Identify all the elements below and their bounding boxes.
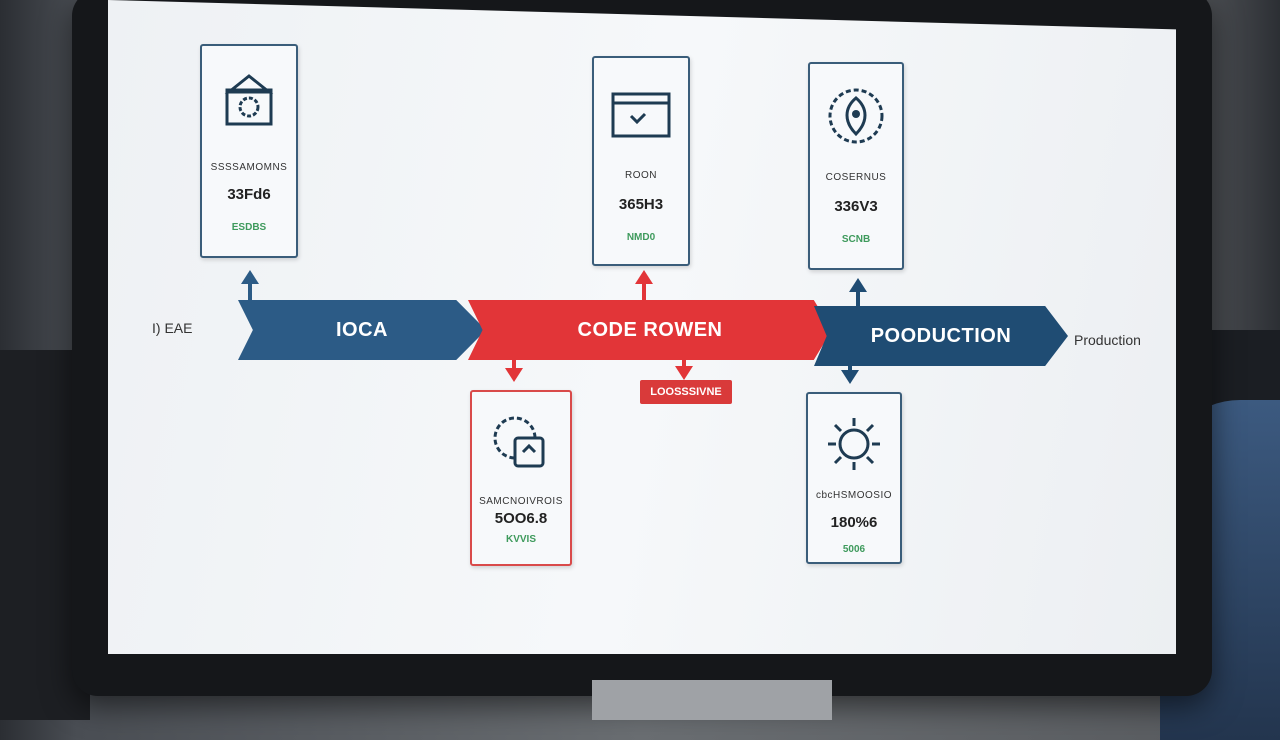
rocket-gear-icon xyxy=(828,88,884,144)
monitor-stand xyxy=(592,680,832,720)
card-bottom-left[interactable]: SAMCNOIVROIS 5OO6.8 KVVIS xyxy=(470,390,572,566)
card-value: 33Fd6 xyxy=(227,186,271,203)
card-value: 365H3 xyxy=(618,196,664,213)
flow-left-label: I) EAE xyxy=(152,320,193,336)
stage-arrow-production[interactable]: POODUCTION xyxy=(814,306,1068,366)
sun-gear-icon xyxy=(828,418,880,470)
card-title: ROON xyxy=(625,170,657,181)
card-title: COSERNUS xyxy=(825,172,887,183)
card-value: 5OO6.8 xyxy=(494,510,548,527)
connector-arrow-up xyxy=(849,278,867,292)
card-top-left[interactable]: SSSSAMOMNS 33Fd6 ESDBS xyxy=(200,44,298,258)
card-bottom-right[interactable]: cbcHSMOOSIO 180%6 5006 xyxy=(806,392,902,564)
card-status: ESDBS xyxy=(231,222,267,233)
stage-label: POODUCTION xyxy=(870,324,1012,347)
window-code-icon xyxy=(611,92,671,138)
card-top-middle[interactable]: ROON 365H3 NMD0 xyxy=(592,56,690,266)
stage-label: CODE ROWEN xyxy=(577,318,723,341)
connector-stem xyxy=(512,358,516,370)
card-title: SSSSAMOMNS xyxy=(210,162,288,173)
connector-stem xyxy=(248,282,252,300)
connector-stem xyxy=(682,360,686,370)
card-status: NMD0 xyxy=(626,232,656,243)
card-status: SCNB xyxy=(841,234,871,245)
connector-arrow-down xyxy=(505,368,523,382)
card-value: 180%6 xyxy=(830,514,878,531)
screen: SSSSAMOMNS 33Fd6 ESDBS ROON 365H3 NMD0 C… xyxy=(108,0,1176,654)
connector-arrow-up xyxy=(635,270,653,284)
network-gear-icon xyxy=(224,74,274,126)
card-title: cbcHSMOOSIO xyxy=(815,490,893,501)
connector-arrow-up xyxy=(241,270,259,284)
stage-label: IOCA xyxy=(336,318,388,341)
flow-right-label: Production xyxy=(1074,332,1141,348)
sync-gear-icon xyxy=(493,416,545,468)
connector-stem xyxy=(642,282,646,300)
card-value: 336V3 xyxy=(834,198,878,215)
card-status: KVVIS xyxy=(505,534,536,545)
status-badge: LOOSSSIVNE xyxy=(640,380,732,404)
connector-stem xyxy=(856,290,860,306)
connector-arrow-down xyxy=(841,370,859,384)
card-top-right[interactable]: COSERNUS 336V3 SCNB xyxy=(808,62,904,270)
card-title: SAMCNOIVROIS xyxy=(479,496,563,507)
card-status: 5006 xyxy=(842,544,866,555)
stage-arrow-idea[interactable]: IOCA xyxy=(238,300,486,360)
stage-arrow-code-review[interactable]: CODE ROWEN xyxy=(468,300,832,360)
connector-stem xyxy=(848,362,852,372)
connector-arrow-down xyxy=(675,366,693,380)
